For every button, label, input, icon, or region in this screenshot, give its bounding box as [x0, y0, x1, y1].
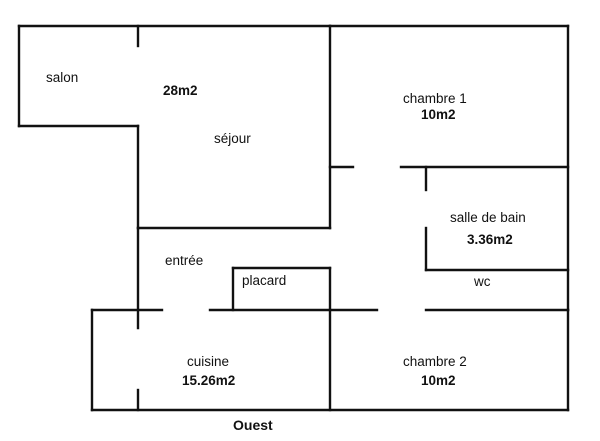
room-label-salon: salon: [46, 70, 78, 85]
room-label-wc: wc: [473, 274, 491, 289]
orientation-label: Ouest: [233, 417, 273, 433]
room-area-sejour: 28m2: [163, 83, 198, 98]
room-labels: salon 28m2 séjour chambre 1 10m2 salle d…: [46, 70, 526, 388]
room-label-chambre-1: chambre 1: [403, 91, 467, 106]
room-area-cuisine: 15.26m2: [182, 373, 235, 388]
room-area-chambre-2: 10m2: [421, 373, 456, 388]
room-label-placard: placard: [242, 273, 286, 288]
room-area-chambre-1: 10m2: [421, 107, 456, 122]
room-label-chambre-2: chambre 2: [403, 354, 467, 369]
walls: [17, 24, 570, 412]
room-area-salle-de-bain: 3.36m2: [467, 232, 513, 247]
room-label-salle-de-bain: salle de bain: [450, 210, 526, 225]
room-label-sejour: séjour: [214, 131, 251, 146]
room-label-cuisine: cuisine: [187, 354, 229, 369]
room-label-entree: entrée: [165, 253, 203, 268]
